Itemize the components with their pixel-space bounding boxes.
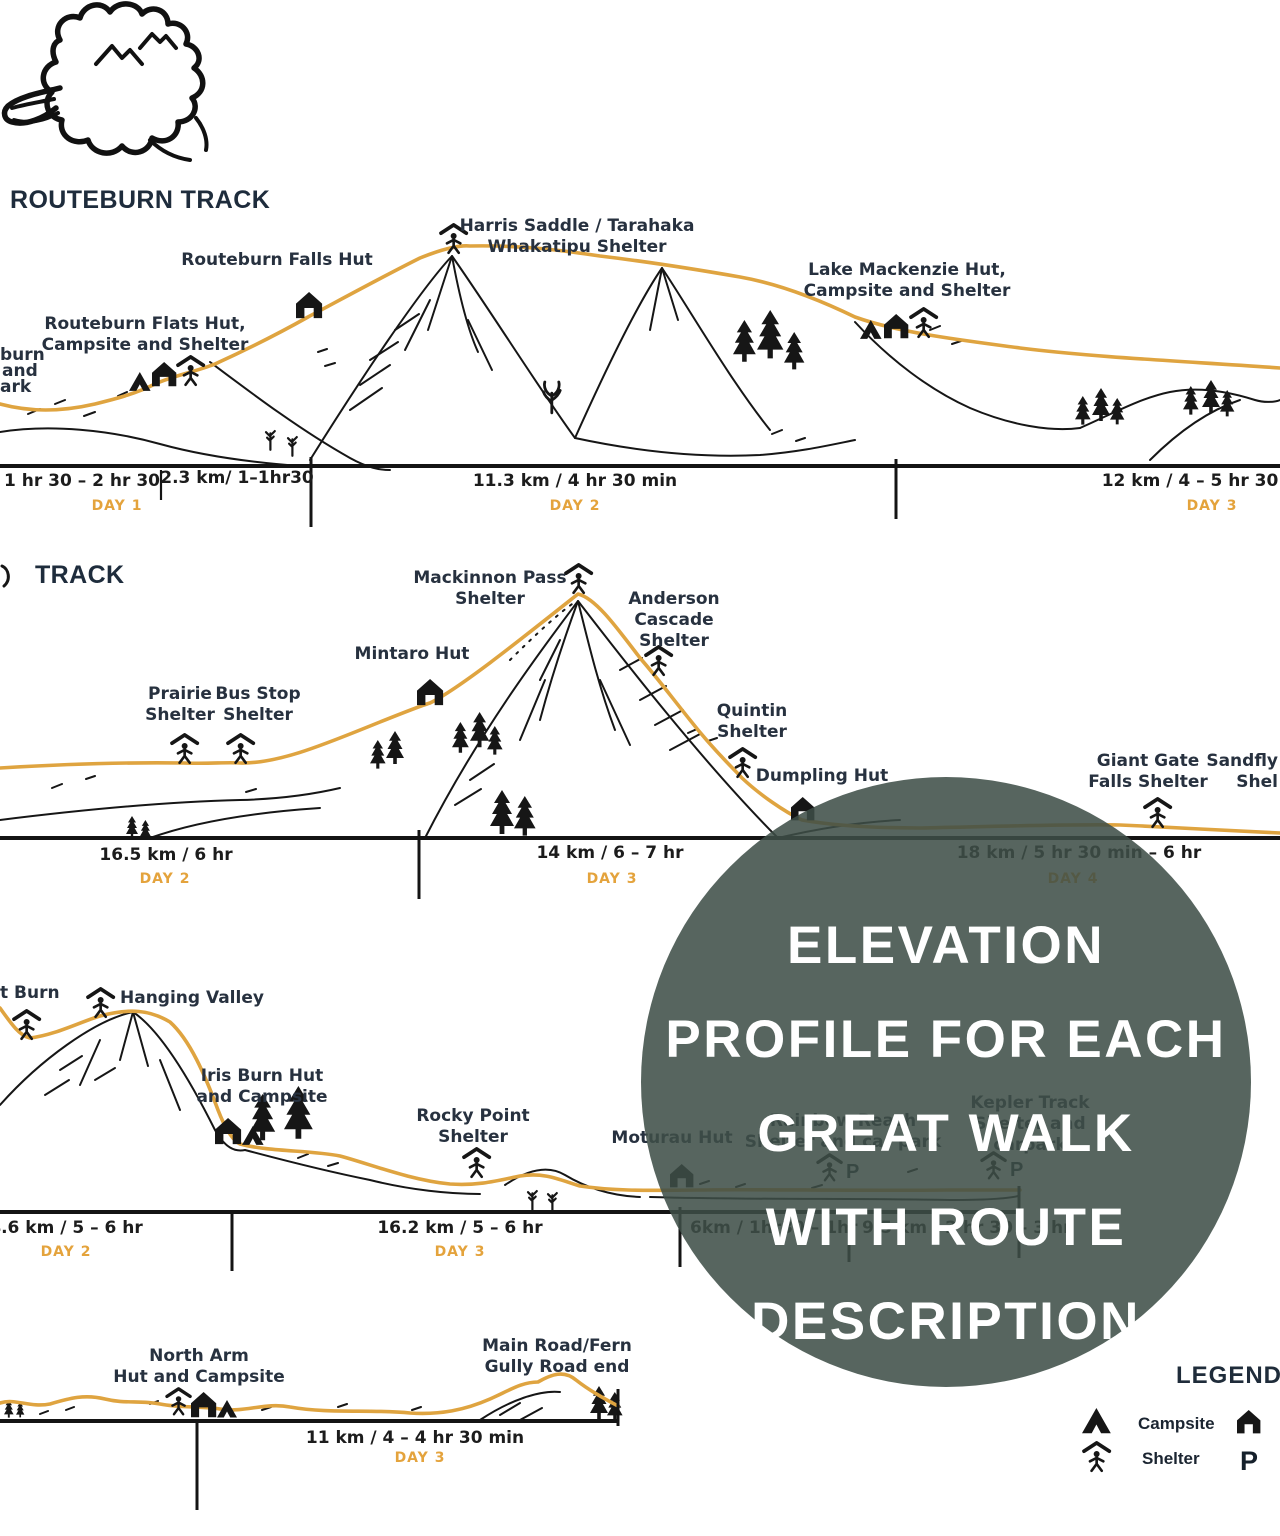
hut-icon — [1237, 1410, 1261, 1434]
segment-distance: 14 km / 6 – 7 hr — [536, 843, 684, 863]
day-label: DAY 1 — [91, 498, 143, 514]
route-line-routeburn — [0, 244, 1280, 412]
day-label: DAY 2 — [40, 1244, 92, 1260]
pine-tree-icon — [386, 731, 404, 764]
station-label-routeburn-falls: Routeburn Falls Hut — [181, 250, 373, 270]
station-label-hanging-valley: Hanging Valley — [120, 988, 264, 1008]
cut-label: ark — [0, 377, 32, 397]
segment-distance: 4.6 km / 5 – 6 hr — [0, 1218, 143, 1238]
cut-title-fragment — [0, 564, 10, 588]
segment-distance: 11 km / 4 – 4 hr 30 min — [305, 1428, 525, 1448]
cut-label: and — [2, 361, 38, 381]
campsite-icon — [1082, 1408, 1111, 1434]
pine-tree-icon — [733, 320, 756, 362]
station-label-t-burn: t Burn — [0, 983, 60, 1003]
overlay-line: DESCRIPTION — [751, 1292, 1141, 1351]
cut-label: burn — [0, 345, 45, 365]
shelter-icon — [564, 563, 594, 595]
pine-tree-icon — [1075, 396, 1091, 425]
plant-icon — [264, 430, 276, 451]
track-title-milford: TRACK — [35, 561, 125, 589]
segment-distance: 2.3 km/ 1–1hr30 — [160, 468, 314, 488]
routeburn-track-art — [0, 223, 1280, 527]
bird-sketch-illustration — [1, 1, 209, 162]
station-label-dumpling: Dumpling Hut — [755, 766, 889, 786]
overlay-text: ELEVATION PROFILE FOR EACH GREAT WALK WI… — [665, 899, 1226, 1369]
shelter-icon — [165, 1387, 192, 1416]
day-label: DAY 3 — [394, 1450, 446, 1466]
pine-tree-icon — [1202, 380, 1220, 413]
pine-tree-icon — [1110, 398, 1125, 425]
segment-distance: 12 km / 4 – 5 hr 30 — [1101, 471, 1279, 491]
hut-icon — [215, 1118, 242, 1145]
pine-tree-icon — [370, 740, 386, 769]
plant-icon — [546, 1191, 558, 1213]
pine-tree-icon — [757, 310, 784, 359]
legend-campsite-label: Campsite — [1138, 1414, 1215, 1433]
parking-icon: P — [1240, 1446, 1258, 1476]
plant-icon — [542, 380, 562, 415]
legend-shelter-label: Shelter — [1142, 1449, 1200, 1468]
hut-icon — [884, 314, 909, 339]
day-label: DAY 3 — [586, 871, 638, 887]
segment-distance: 16.2 km / 5 – 6 hr — [377, 1218, 543, 1238]
pine-tree-icon — [470, 712, 490, 748]
hut-icon — [191, 1392, 217, 1418]
shelter-icon — [462, 1147, 492, 1179]
pine-tree-icon — [126, 816, 138, 838]
pine-tree-icon — [490, 790, 514, 834]
legend-icons: P — [1082, 1408, 1261, 1476]
station-label-routeburn-flats: Routeburn Flats Hut,Campsite and Shelter — [41, 314, 249, 355]
hut-icon — [152, 362, 177, 387]
overlay-line: WITH ROUTE — [765, 1198, 1127, 1257]
segment-distance: 16.5 km / 6 hr — [99, 845, 233, 865]
day-label: DAY 2 — [139, 871, 191, 887]
campsite-icon — [129, 372, 151, 391]
overlay-circle: ELEVATION PROFILE FOR EACH GREAT WALK WI… — [641, 777, 1251, 1387]
track-title-routeburn: ROUTEBURN TRACK — [10, 186, 271, 214]
overlay-line: GREAT WALK — [757, 1104, 1135, 1163]
hut-icon — [296, 292, 323, 319]
pine-tree-icon — [452, 722, 469, 753]
legend-title: LEGEND — [1176, 1362, 1280, 1389]
plant-icon — [526, 1189, 538, 1211]
pine-tree-icon — [784, 332, 805, 370]
shelter-icon — [1082, 1441, 1112, 1473]
day-label: DAY 3 — [434, 1244, 486, 1260]
segment-distance: 11.3 km / 4 hr 30 min — [472, 471, 678, 491]
route-line-kepler-end — [0, 1372, 620, 1416]
station-label-lake-mackenzie: Lake Mackenzie Hut,Campsite and Shelter — [803, 260, 1011, 301]
station-label-mintaro: Mintaro Hut — [354, 644, 470, 664]
overlay-line: ELEVATION — [787, 916, 1105, 975]
overlay-line: PROFILE FOR EACH — [665, 1010, 1227, 1069]
day-label: DAY 3 — [1186, 498, 1238, 514]
shelter-icon — [226, 733, 256, 765]
segment-distance: 1 hr 30 – 2 hr 30 — [4, 471, 160, 491]
day-label: DAY 2 — [549, 498, 601, 514]
shelter-icon — [1143, 797, 1173, 829]
pine-tree-icon — [514, 796, 536, 836]
shelter-icon — [12, 1009, 42, 1041]
pine-tree-icon — [487, 726, 503, 755]
shelter-icon — [170, 733, 200, 765]
shelter-icon — [728, 747, 758, 779]
kepler-final-day-art — [0, 1372, 623, 1510]
plant-icon — [286, 436, 298, 457]
